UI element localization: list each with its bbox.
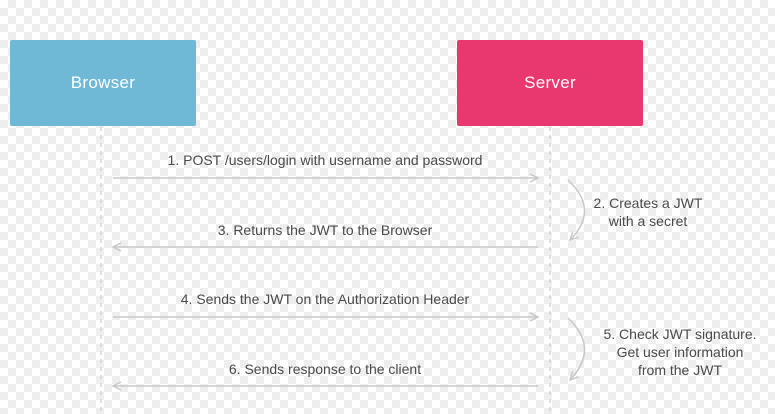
note-5-line-3: from the JWT (637, 362, 722, 378)
note-2-line-2: with a secret (608, 213, 688, 229)
note-5: 5. Check JWT signature. Get user informa… (592, 325, 768, 379)
note-2-line-1: 2. Creates a JWT (593, 195, 703, 211)
server-actor-label: Server (524, 73, 576, 92)
note-5-line-2: Get user information (616, 344, 744, 360)
message-3-label: 3. Returns the JWT to the Browser (217, 222, 433, 238)
message-4-label: 4. Sends the JWT on the Authorization He… (180, 291, 470, 307)
note-2: 2. Creates a JWT with a secret (588, 194, 708, 230)
message-6-label: 6. Sends response to the client (228, 361, 422, 377)
message-1-label: 1. POST /users/login with username and p… (167, 152, 483, 168)
server-actor-box: Server (457, 40, 643, 126)
note-5-line-1: 5. Check JWT signature. (603, 326, 757, 342)
browser-actor-box: Browser (10, 40, 196, 126)
self-arrow-5 (567, 317, 586, 380)
browser-actor-label: Browser (70, 73, 136, 92)
self-arrow-2 (567, 179, 586, 240)
